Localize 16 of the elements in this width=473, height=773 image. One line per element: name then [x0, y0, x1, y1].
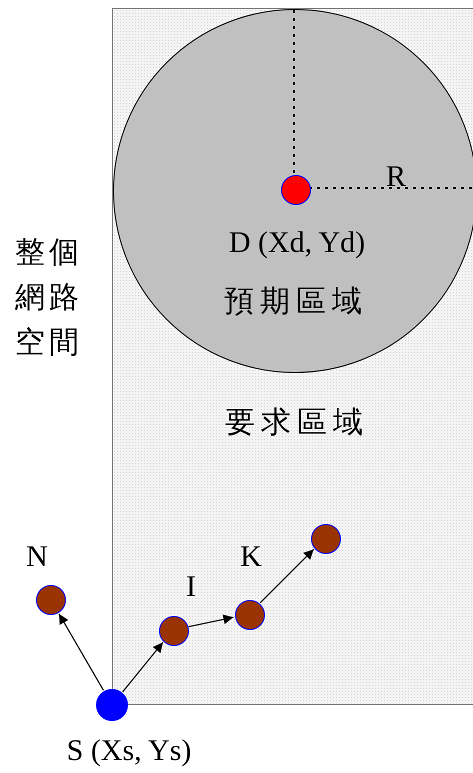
- point-label: N: [26, 542, 48, 572]
- region-rectangle: [112, 8, 473, 705]
- expected-region-circle: [113, 9, 473, 373]
- point-label: S (Xs, Ys): [66, 736, 192, 766]
- point-label: I: [186, 572, 196, 602]
- network-space-label: 整個網路空間: [15, 235, 84, 361]
- node-dot: [311, 524, 341, 554]
- point-label: D (Xd, Yd): [228, 228, 366, 258]
- region-title: 預期區域: [224, 287, 368, 317]
- arrow: [260, 548, 314, 604]
- arrow: [122, 642, 164, 692]
- region-title: 要求區域: [225, 408, 369, 438]
- point-label: K: [240, 542, 262, 572]
- arrow: [188, 614, 234, 628]
- arrow: [58, 614, 104, 691]
- radius-label: R: [386, 162, 406, 192]
